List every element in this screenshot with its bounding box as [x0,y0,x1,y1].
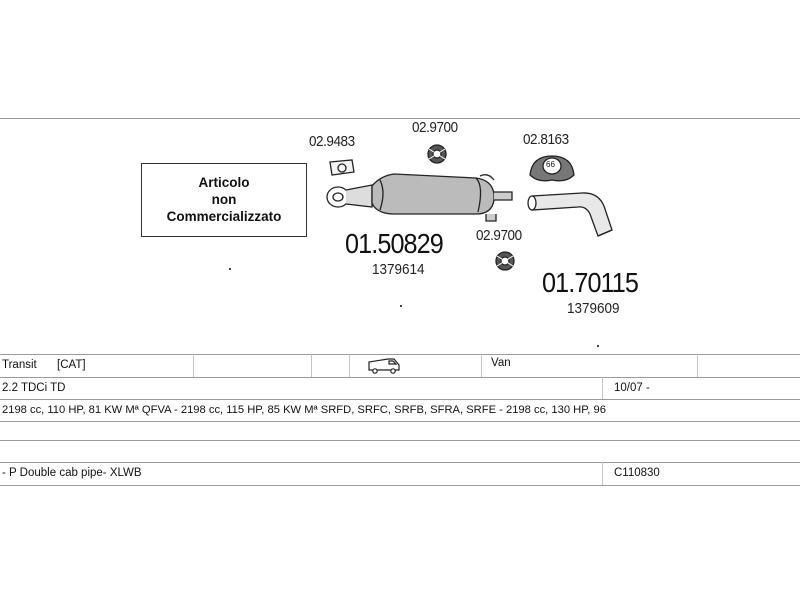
body-type: Van [491,357,511,369]
part-code-tail-pipe: 01.70115 [542,267,639,298]
marker-dot [229,268,231,270]
part-code-gasket: 02.9483 [309,133,355,150]
part-code-hanger: 02.8163 [523,131,569,148]
gasket-icon [329,159,355,176]
reference-code: C110830 [614,467,660,479]
table-line-2 [0,377,800,378]
variant-description: - P Double cab pipe- XLWB [2,467,142,479]
part-code-ring-bottom: 02.9700 [476,227,522,244]
col-divider [311,354,312,377]
col-divider [193,354,194,377]
middle-silencer-icon [326,173,513,222]
table-line-6 [0,462,800,463]
table-line-3 [0,399,800,400]
table-line-5 [0,440,800,441]
rubber-hanger-icon [529,155,575,182]
notice-line-2: non [211,192,237,207]
van-icon [368,358,400,374]
table-line-4 [0,421,800,422]
part-code-ring-top: 02.9700 [412,119,458,136]
production-date: 10/07 - [614,382,650,394]
col-divider [481,354,482,377]
top-border-line [0,118,800,119]
marker-dot [597,345,599,347]
col-divider [602,462,603,485]
not-sold-notice: Articolo non Commercializzato [141,163,307,237]
marker-dot [400,305,402,307]
col-divider [602,377,603,399]
vehicle-model: Transit [2,359,37,371]
sealing-ring-icon [495,251,515,271]
sealing-ring-icon [427,144,447,164]
engine-specs: 2198 cc, 110 HP, 81 KW Mª QFVA - 2198 cc… [2,404,606,416]
tail-pipe-icon [527,192,613,237]
catalyst-flag: [CAT] [57,359,86,371]
table-line-7 [0,485,800,486]
hanger-size-label: 66 [546,160,555,169]
part-code-middle-silencer: 01.50829 [345,228,444,259]
table-line-1 [0,354,800,355]
col-divider [349,354,350,377]
oem-code-middle-silencer: 1379614 [372,261,425,278]
notice-line-3: Commercializzato [166,209,282,224]
engine-type: 2.2 TDCi TD [2,382,66,394]
col-divider [697,354,698,377]
notice-line-1: Articolo [198,175,250,190]
oem-code-tail-pipe: 1379609 [567,300,620,317]
